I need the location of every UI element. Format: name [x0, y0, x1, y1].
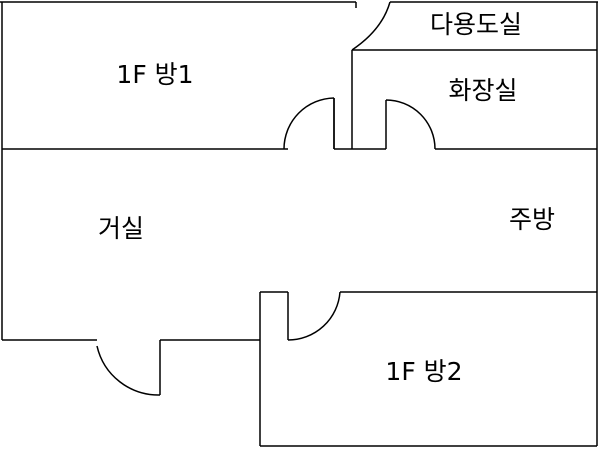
kitchen-label: 주방 — [509, 205, 555, 234]
living-room-label: 거실 — [98, 214, 144, 243]
bathroom-door — [385, 99, 436, 150]
room2-door — [287, 291, 341, 341]
utility-door-swing — [351, 1, 391, 51]
room1-door-swing — [283, 97, 335, 150]
room1-door — [283, 97, 335, 150]
interior-walls — [2, 49, 597, 446]
room1-label: 1F 방1 — [116, 60, 193, 89]
bathroom-door-swing — [385, 99, 436, 150]
front-door — [96, 340, 161, 396]
front-door-swing — [96, 345, 161, 396]
bathroom-label: 화장실 — [448, 76, 517, 105]
utility-door — [351, 1, 391, 51]
doors — [96, 1, 436, 396]
room-labels: 1F 방1 다용도실 화장실 거실 주방 1F 방2 — [98, 10, 555, 386]
room2-label: 1F 방2 — [385, 357, 462, 386]
utility-room-label: 다용도실 — [430, 10, 522, 39]
room2-door-swing — [287, 291, 341, 341]
